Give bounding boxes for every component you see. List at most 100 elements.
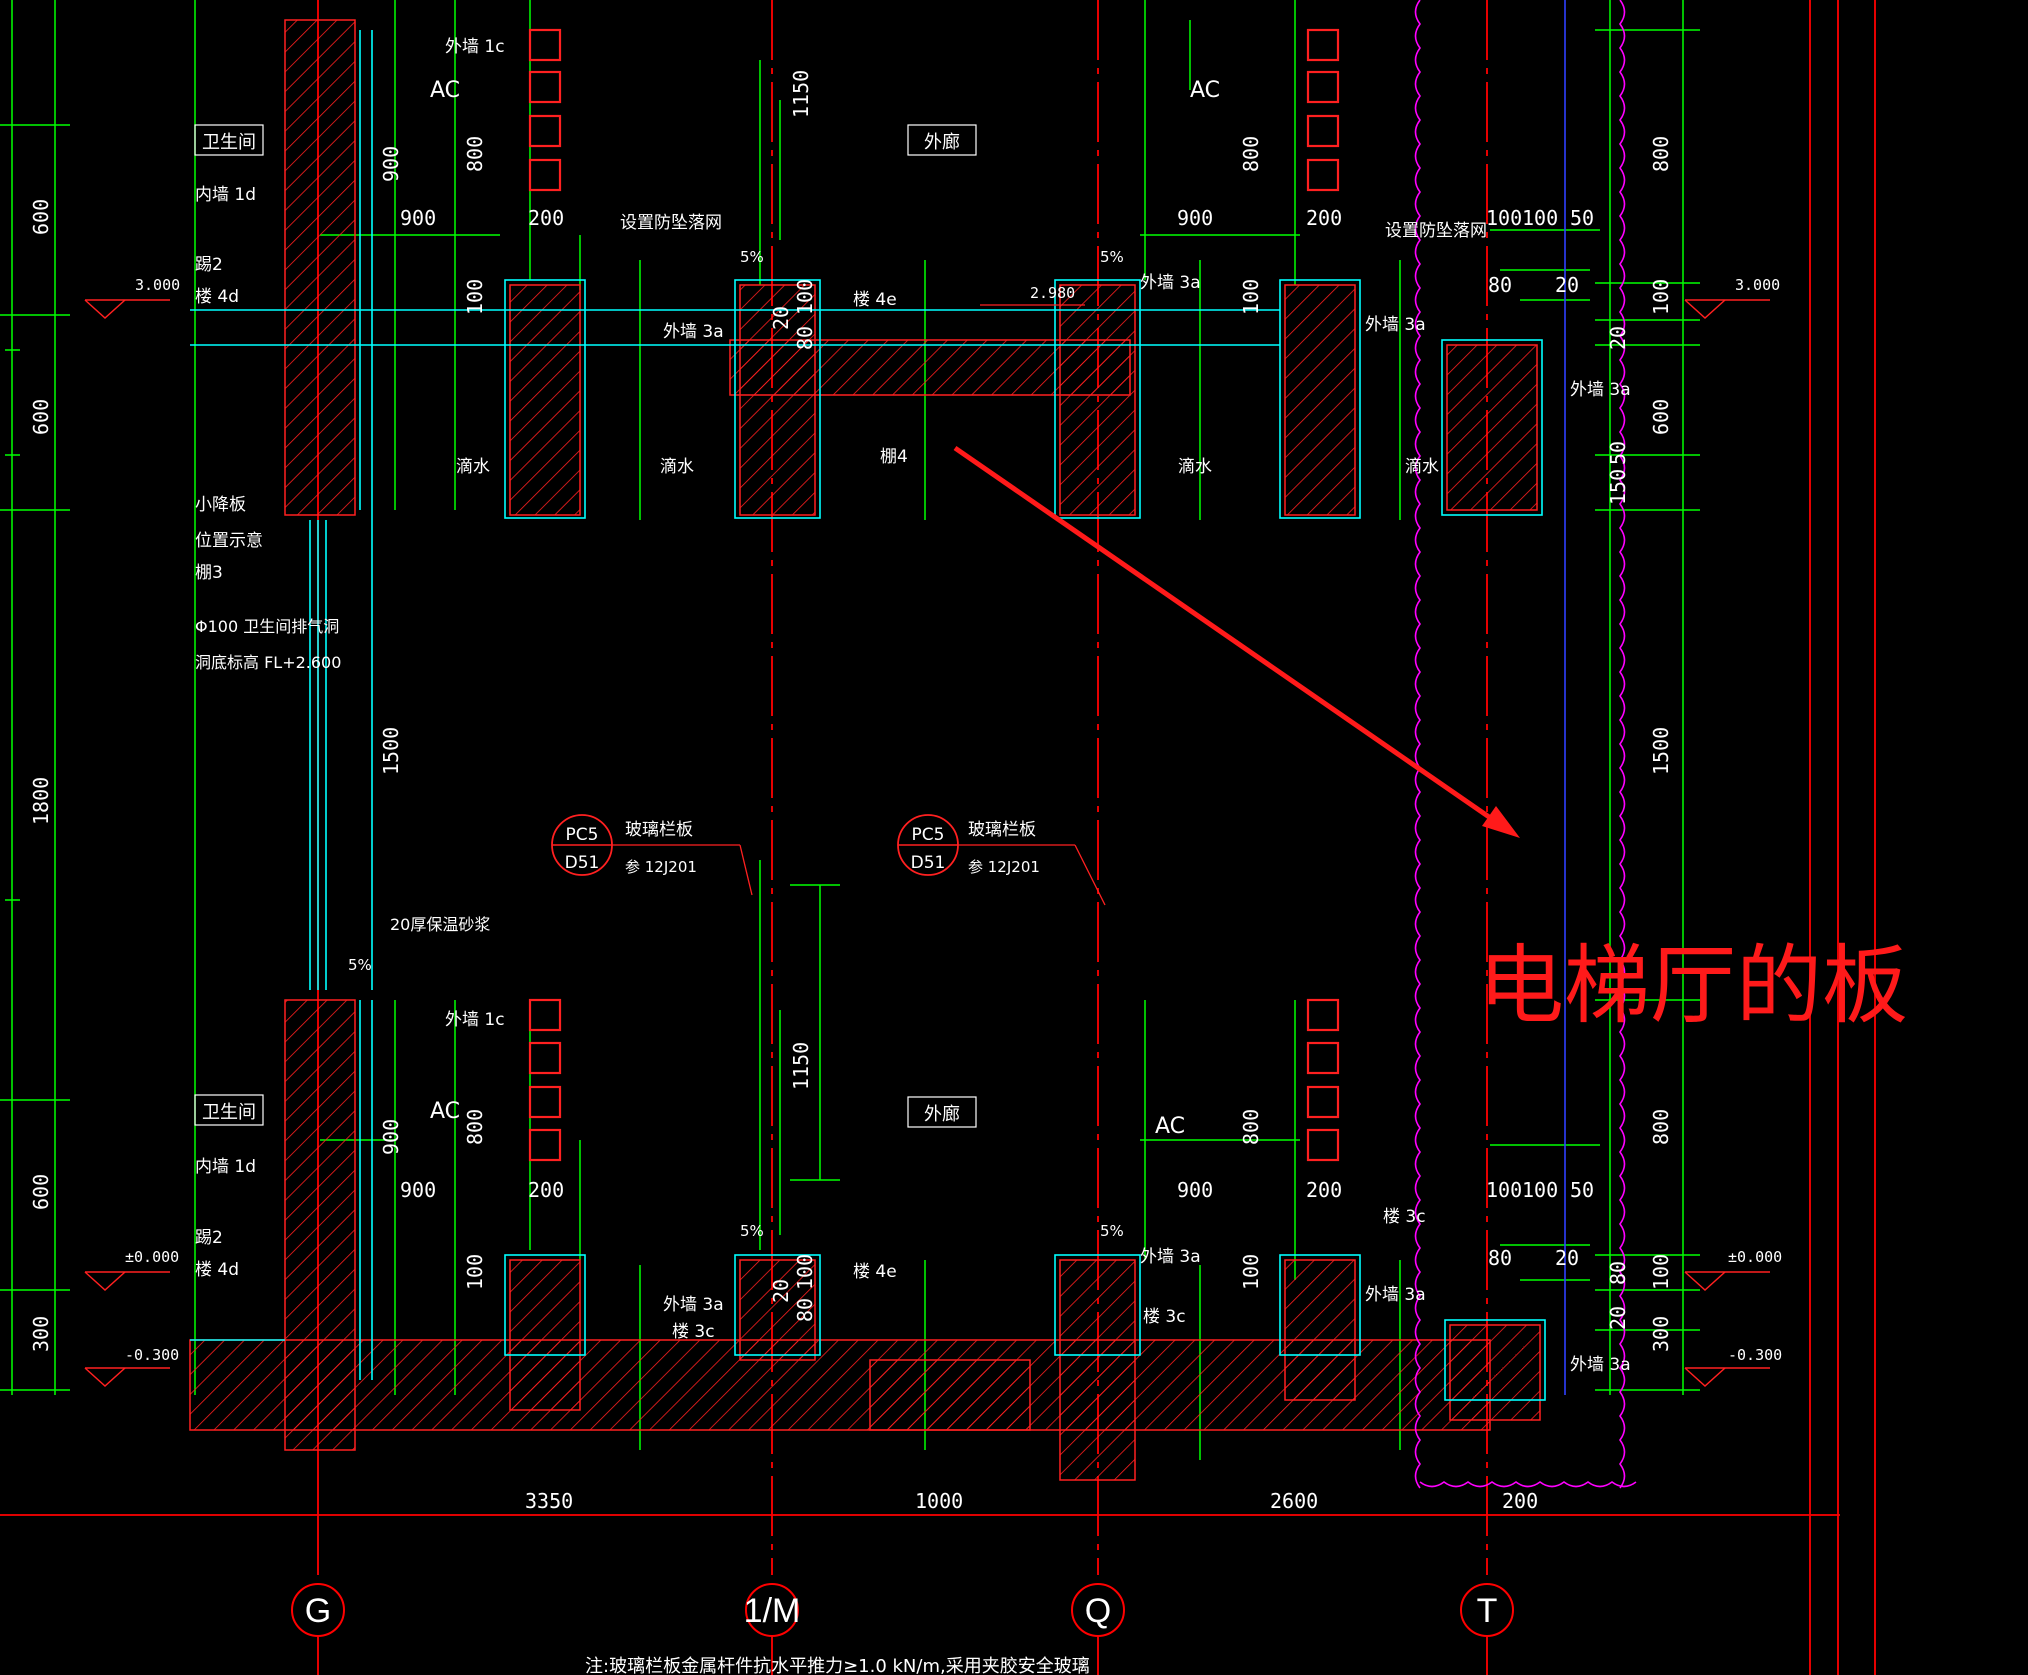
dim-h-80-2: 80: [1488, 1246, 1512, 1270]
label-vent-elevation: 洞底标高 FL+2.600: [195, 653, 341, 672]
dim-left-1800: 1800: [29, 777, 53, 825]
elev-000-right: ±0.000: [1728, 1248, 1782, 1266]
dim-r-800-2: 800: [1649, 1109, 1673, 1145]
dim-r-150: 150: [1606, 469, 1630, 505]
label-drip-2: 滴水: [660, 457, 694, 477]
label-wall-ext-3a-5: 外墙 3a: [663, 1295, 724, 1315]
dim-r-300: 300: [1649, 1316, 1673, 1352]
dim-h-900-4: 900: [1177, 1178, 1213, 1202]
label-floor-3c-1: 楼 3c: [672, 1322, 715, 1342]
label-small-slab: 小降板: [195, 495, 246, 515]
label-slope-2: 5%: [1100, 248, 1124, 266]
dim-h-20-1: 20: [1555, 273, 1579, 297]
railing-marker-12: [1306, 998, 1340, 1032]
label-ceiling-4: 棚4: [880, 447, 908, 467]
dim-v-800-2: 800: [463, 1109, 487, 1145]
dim-h-20-2: 20: [1555, 1246, 1579, 1270]
dim-h-200-5: 200: [1502, 1489, 1538, 1513]
elev-2980: 2.980: [1030, 284, 1075, 302]
dim-v-800-1: 800: [463, 136, 487, 172]
dim-left-600-2: 600: [29, 399, 53, 435]
label-drip-1: 滴水: [456, 457, 490, 477]
dim-left-600-3: 600: [29, 1174, 53, 1210]
dim-h-900-2: 900: [400, 1178, 436, 1202]
dim-v-80-1: 80: [793, 326, 817, 350]
arrow-head-icon: [1482, 806, 1520, 838]
dim-v-100-2: 100: [463, 1254, 487, 1290]
dim-h-200-1: 200: [528, 206, 564, 230]
label-kick-upper: 踢2: [195, 255, 223, 275]
label-ac-3: AC: [430, 1099, 460, 1124]
railing-marker-7: [528, 1128, 562, 1162]
railing-marker-11: [1306, 158, 1340, 192]
dim-h-200-4: 200: [1306, 1178, 1342, 1202]
dim-h-200-2: 200: [528, 1178, 564, 1202]
dim-h-100-1: 100: [1486, 206, 1522, 230]
label-glass-rail-1: 玻璃栏板: [625, 820, 693, 840]
label-slope-1: 5%: [740, 248, 764, 266]
right-dimension-chain: [1595, 0, 1700, 1395]
dim-v-900-2: 900: [379, 1119, 403, 1155]
label-wall-ext-1c-lower: 外墙 1c: [445, 1010, 505, 1030]
dim-v-100-4: 100: [793, 1254, 817, 1290]
wall-sections: [189, 19, 1541, 1481]
label-position-note: 位置示意: [195, 531, 263, 551]
dim-r-100-1: 100: [1649, 279, 1673, 315]
dim-h-100-2: 100: [1522, 206, 1558, 230]
dim-left-600-1: 600: [29, 199, 53, 235]
dim-v-100-3: 100: [793, 279, 817, 315]
dim-v-900-1: 900: [379, 146, 403, 182]
dim-r-1500: 1500: [1649, 727, 1673, 775]
railing-marker-14: [1306, 1085, 1340, 1119]
label-ceiling-3: 棚3: [195, 563, 223, 583]
railing-marker-2: [528, 114, 562, 148]
axis-bubbles: G 1/M Q T: [291, 1583, 1514, 1675]
dim-v-100-5: 100: [1239, 279, 1263, 315]
dim-left-300: 300: [29, 1316, 53, 1352]
label-ac-1: AC: [430, 78, 460, 103]
label-wall-int-upper: 内墙 1d: [195, 185, 256, 205]
railing-marker-3: [528, 158, 562, 192]
elev-3000-right: 3.000: [1735, 276, 1780, 294]
label-slope-4: 5%: [740, 1222, 764, 1240]
dim-r-100-2: 100: [1649, 1254, 1673, 1290]
railing-marker-4: [528, 998, 562, 1032]
dim-r-20-1: 20: [1606, 326, 1630, 350]
label-floor-4d-lower: 楼 4d: [195, 1260, 239, 1280]
axis-g: G: [305, 1592, 331, 1630]
room-corridor-lower: 外廊: [924, 1104, 960, 1125]
dim-h-3350: 3350: [525, 1489, 573, 1513]
label-wall-ext-1c-upper: 外墙 1c: [445, 37, 505, 57]
dim-v-100-1: 100: [463, 279, 487, 315]
dim-r-20-2: 20: [1606, 1306, 1630, 1330]
railing-marker-8: [1306, 28, 1340, 62]
elev-000-left: ±0.000: [125, 1248, 179, 1266]
annotation: 电梯厅的板: [953, 445, 1908, 1036]
label-floor-4e-upper: 楼 4e: [853, 290, 897, 310]
railing-marker-6: [528, 1085, 562, 1119]
dim-v-800-4: 800: [1239, 1109, 1263, 1145]
bottom-note: 注:玻璃栏板金属杆件抗水平推力≥1.0 kN/m,采用夹胶安全玻璃: [585, 1656, 1090, 1675]
label-fall-net-1: 设置防坠落网: [620, 213, 722, 233]
dim-v-1500: 1500: [379, 727, 403, 775]
left-dimension-chain: [0, 0, 70, 1395]
construction-labels: 外墙 1c 外墙 1c 内墙 1d 内墙 1d 踢2 楼 4d 踢2 楼 4d …: [195, 37, 1631, 1375]
dim-r-800-1: 800: [1649, 136, 1673, 172]
dim-h-1000: 1000: [915, 1489, 963, 1513]
room-corridor-upper: 外廊: [924, 132, 960, 153]
label-wall-ext-3a-8: 外墙 3a: [1570, 1355, 1631, 1375]
dim-v-1150-1: 1150: [789, 70, 813, 118]
railing-marker-13: [1306, 1041, 1340, 1075]
dim-v-100-6: 100: [1239, 1254, 1263, 1290]
railing-marker-5: [528, 1041, 562, 1075]
dim-v-80-2: 80: [793, 1298, 817, 1322]
bubble-pc5-2: PC5: [912, 825, 945, 845]
label-slope-5: 5%: [1100, 1222, 1124, 1240]
label-floor-3c-3: 楼 3c: [1383, 1207, 1426, 1227]
dim-v-1150-2: 1150: [789, 1042, 813, 1090]
dimension-texts: 600 600 1800 600 300 900 900 800 800 800…: [29, 70, 1673, 1513]
axis-q: Q: [1085, 1592, 1111, 1630]
label-kick-lower: 踢2: [195, 1228, 223, 1248]
bubble-d51-1: D51: [565, 853, 600, 873]
